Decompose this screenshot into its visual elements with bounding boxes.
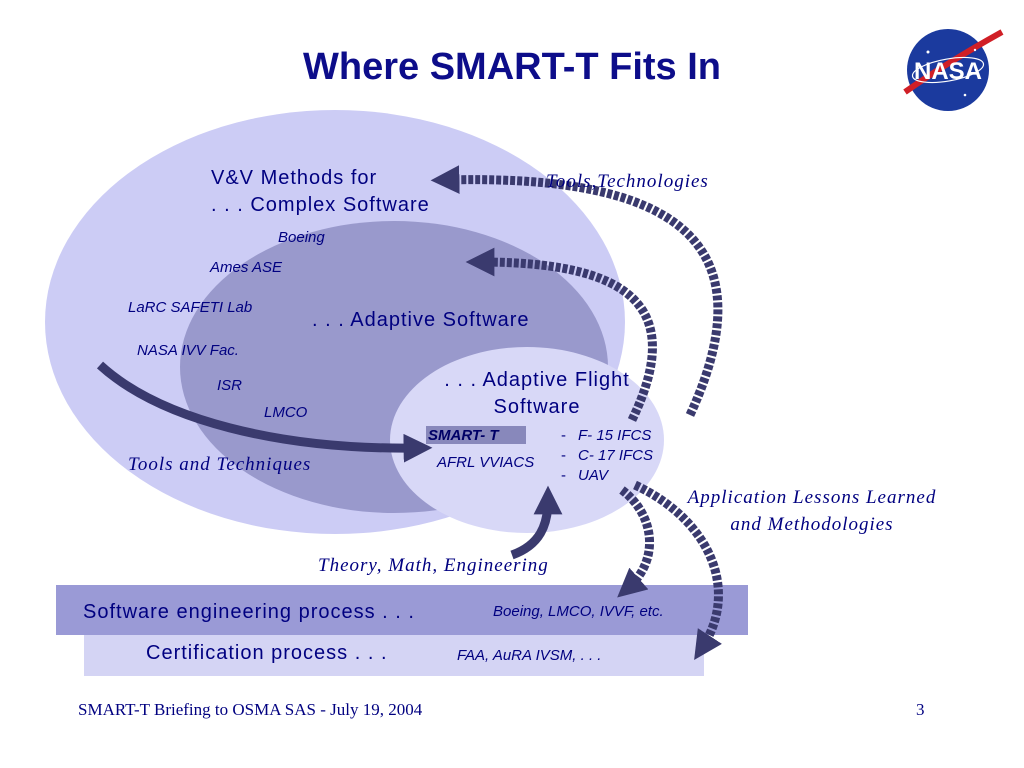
app-dash-1: - [561,427,566,444]
software-process-orgs: Boeing, LMCO, IVVF, etc. [493,603,664,620]
inner-label-line2: Software [494,396,581,418]
slide-footer: SMART-T Briefing to OSMA SAS - July 19, … [78,700,423,719]
certification-process-label: Certification process . . . [146,642,388,664]
arrow-to-adaptive-software [465,247,657,422]
nasa-logo: NASA [903,29,1004,111]
app-item-1: F- 15 IFCS [578,427,651,444]
outer-label-line2: . . . Complex Software [211,194,430,216]
software-process-label: Software engineering process . . . [83,601,415,623]
org-ames-ase: Ames ASE [209,259,283,276]
app-item-3: UAV [578,467,610,484]
org-isr: ISR [217,377,242,394]
arrow-to-software-process [617,486,654,598]
arrow-to-certification-process [633,480,723,661]
smart-t-label: SMART- T [428,427,500,444]
outer-label-line1: V&V Methods for [211,167,377,189]
fit-diagram: NASA V&V Methods for . . . Complex Softw… [45,29,1004,676]
slide-page-number: 3 [916,700,925,719]
middle-label: . . . Adaptive Software [312,309,530,331]
app-dash-3: - [561,467,566,484]
arrow-theory-into-flight-software [510,485,563,560]
org-boeing: Boeing [278,229,325,246]
annotation-tools-techniques: Tools and Techniques [128,454,311,475]
arrow-to-complex-software [430,165,723,417]
inner-ellipse-adaptive-flight-software [390,347,664,533]
annotation-lessons-line1: Application Lessons Learned [686,487,937,508]
org-larc-safeti: LaRC SAFETI Lab [128,299,252,316]
org-nasa-ivv: NASA IVV Fac. [137,342,239,359]
certification-bar [84,632,704,676]
annotation-theory: Theory, Math, Engineering [318,555,549,576]
applications-list: - F- 15 IFCS - C- 17 IFCS - UAV [561,427,653,484]
smart-t-highlight [426,426,526,444]
arrow-tools-into-smart-t [96,361,433,463]
app-item-2: C- 17 IFCS [578,447,653,464]
annotation-lessons-line2: and Methodologies [730,514,893,535]
nasa-logo-text: NASA [914,58,982,85]
afrl-label: AFRL VVIACS [436,454,534,471]
org-lmco: LMCO [264,404,308,421]
certification-process-orgs: FAA, AuRA IVSM, . . . [457,647,601,664]
inner-label-line1: . . . Adaptive Flight [444,369,630,391]
annotation-tools-technologies: Tools,Technologies [546,171,709,192]
slide-title: Where SMART-T Fits In [303,46,721,88]
app-dash-2: - [561,447,566,464]
